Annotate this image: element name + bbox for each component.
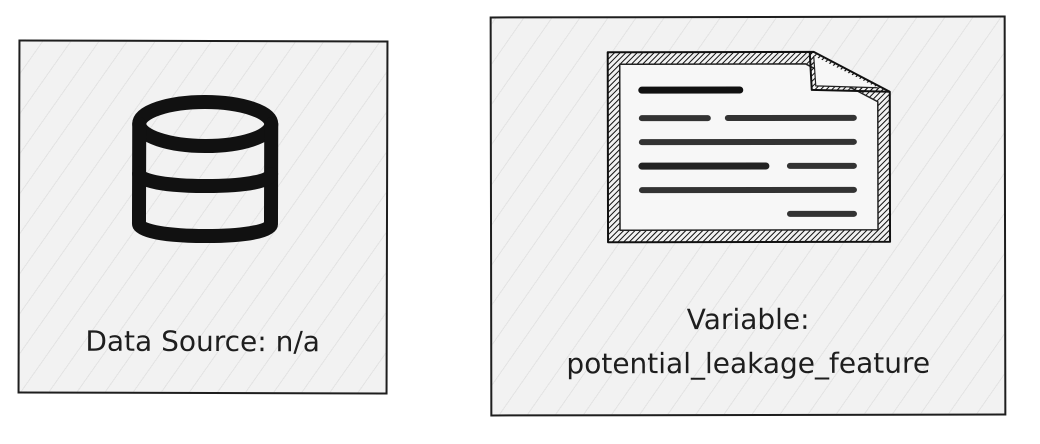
document-icon (598, 46, 900, 249)
data-source-label: Data Source: n/a (85, 324, 321, 359)
variable-label-heading: Variable: (686, 302, 810, 337)
variable-card: Variable: potential_leakage_feature (489, 15, 1007, 417)
variable-label-name: potential_leakage_feature (566, 346, 931, 381)
database-icon (126, 94, 284, 254)
data-source-card: Data Source: n/a (17, 39, 389, 395)
